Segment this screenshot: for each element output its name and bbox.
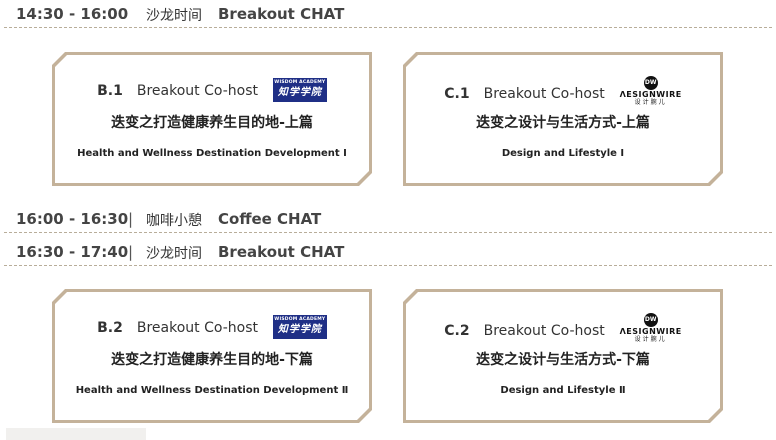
bottom-shade xyxy=(6,428,146,440)
divider xyxy=(4,265,772,266)
card-header: C.2 Breakout Co-host DW ΛESIGNWIRE 设计腕儿 xyxy=(406,313,720,346)
session-label-zh: 咖啡小憩 xyxy=(146,213,202,229)
cohost-label: Breakout Co-host xyxy=(483,323,605,339)
separator: | xyxy=(128,210,134,228)
time-range: 14:30 - 16:00 xyxy=(16,5,129,23)
session-label-zh: 沙龙时间 xyxy=(146,8,202,24)
session-title: 迭变之设计与生活方式-下篇 xyxy=(476,352,650,368)
session-subtitle: Design and Lifestyle Ⅱ xyxy=(500,385,626,396)
session-card[interactable]: C.1 Breakout Co-host DW ΛESIGNWIRE 设计腕儿 迭… xyxy=(403,52,723,186)
corner-ornament xyxy=(403,52,421,70)
session-label-zh: 沙龙时间 xyxy=(146,246,202,262)
corner-ornament xyxy=(354,168,372,186)
session-code: C.1 xyxy=(444,86,470,102)
session-label-en: Coffee CHAT xyxy=(218,210,322,228)
divider xyxy=(4,27,772,28)
session-subtitle: Design and Lifestyle Ⅰ xyxy=(501,148,625,159)
session-card[interactable]: C.2 Breakout Co-host DW ΛESIGNWIRE 设计腕儿 迭… xyxy=(403,289,723,423)
cohost-label: Breakout Co-host xyxy=(136,320,258,336)
corner-ornament xyxy=(403,289,421,307)
cohost-label: Breakout Co-host xyxy=(483,86,605,102)
corner-ornament xyxy=(705,405,723,423)
separator: | xyxy=(128,243,134,261)
session-code: B.2 xyxy=(97,320,123,336)
corner-ornament xyxy=(52,289,70,307)
session-title: 迭变之打造健康养生目的地-下篇 xyxy=(111,352,313,368)
corner-ornament xyxy=(705,168,723,186)
session-code: C.2 xyxy=(444,323,470,339)
corner-ornament xyxy=(52,52,70,70)
session-title: 迭变之打造健康养生目的地-上篇 xyxy=(111,115,313,131)
time-range: 16:30 - 17:40 xyxy=(16,243,129,261)
time-range: 16:00 - 16:30 xyxy=(16,210,129,228)
corner-ornament xyxy=(354,405,372,423)
session-label-en: Breakout CHAT xyxy=(218,5,345,23)
designwire-logo: DW ΛESIGNWIRE 设计腕儿 xyxy=(620,313,682,343)
designwire-logo: DW ΛESIGNWIRE 设计腕儿 xyxy=(620,76,682,106)
session-subtitle: Health and Wellness Destination Developm… xyxy=(75,385,349,396)
session-code: B.1 xyxy=(97,83,123,99)
session-subtitle: Health and Wellness Destination Developm… xyxy=(77,148,347,159)
cohost-label: Breakout Co-host xyxy=(136,83,258,99)
session-label-en: Breakout CHAT xyxy=(218,243,345,261)
card-header: C.1 Breakout Co-host DW ΛESIGNWIRE 设计腕儿 xyxy=(406,76,720,109)
session-title: 迭变之设计与生活方式-上篇 xyxy=(476,115,650,131)
divider xyxy=(4,232,772,233)
